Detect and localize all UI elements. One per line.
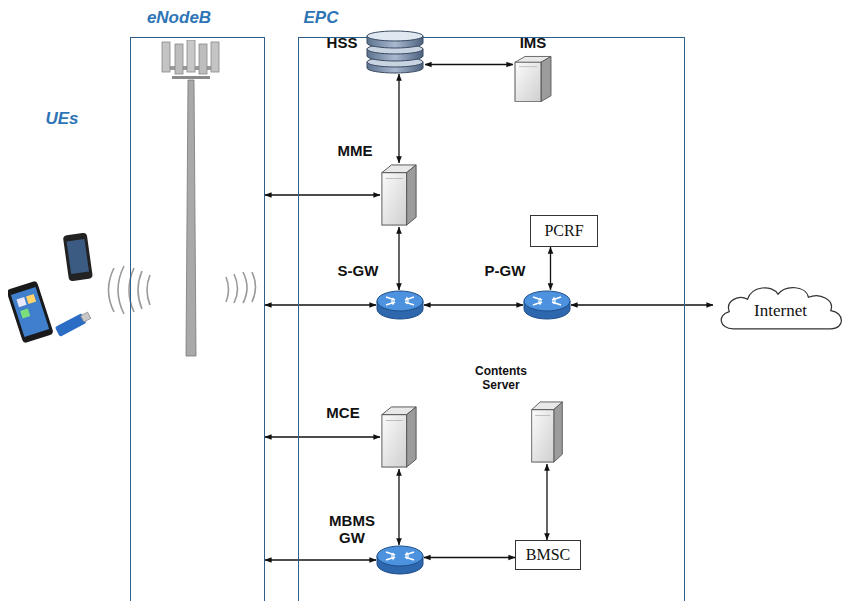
router-icon	[523, 290, 571, 320]
cloud-node: Internet	[713, 280, 848, 336]
link-arrow	[424, 304, 523, 305]
link-arrow	[424, 557, 515, 558]
link-arrow	[571, 304, 713, 305]
link-arrow	[398, 469, 399, 545]
router-node: P-GW	[523, 290, 571, 320]
network-region: eNodeB	[130, 37, 265, 601]
network-region: EPCHSSIMSMMEPCRFS-GWP-GWMCEContents Serv…	[298, 37, 685, 601]
cloud-label: Internet	[754, 301, 807, 321]
function-box: PCRF	[530, 215, 598, 247]
link-arrow	[265, 559, 376, 560]
link-arrow	[546, 464, 547, 540]
db-node: HSS	[365, 30, 425, 74]
box-label: PCRF	[544, 222, 583, 240]
node-label: MME	[338, 142, 373, 159]
router-node: S-GW	[376, 290, 424, 320]
section-heading: eNodeB	[147, 8, 211, 28]
server-node: MCE	[380, 405, 418, 469]
server-icon	[513, 55, 553, 103]
router-icon	[376, 545, 424, 575]
function-box: BMSC	[515, 540, 581, 570]
node-label: MCE	[326, 404, 359, 421]
node-label: HSS	[327, 34, 358, 51]
node-label: MBMS GW	[327, 512, 377, 547]
node-label: P-GW	[485, 262, 526, 279]
db-icon	[365, 30, 425, 74]
link-arrow	[265, 436, 380, 437]
cell-tower	[158, 40, 224, 358]
phones-node: UEs	[8, 230, 118, 355]
router-node: MBMS GW	[376, 545, 424, 575]
link-arrow	[425, 64, 513, 65]
node-label: Contents Server	[465, 365, 537, 393]
link-arrow	[265, 304, 376, 305]
server-node: MME	[380, 163, 418, 227]
server-icon	[380, 163, 418, 227]
section-heading: EPC	[304, 8, 339, 28]
node-label: IMS	[520, 34, 547, 51]
box-label: BMSC	[526, 546, 570, 564]
phones-icon	[8, 230, 118, 355]
server-icon	[530, 400, 564, 464]
link-arrow	[398, 74, 399, 163]
section-heading: UEs	[45, 109, 78, 129]
link-arrow	[550, 247, 551, 290]
node-label: S-GW	[338, 262, 379, 279]
server-icon	[380, 405, 418, 469]
link-arrow	[265, 194, 380, 195]
server-node: Contents Server	[530, 400, 564, 464]
server-node: IMS	[513, 55, 553, 103]
router-icon	[376, 290, 424, 320]
link-arrow	[398, 227, 399, 290]
